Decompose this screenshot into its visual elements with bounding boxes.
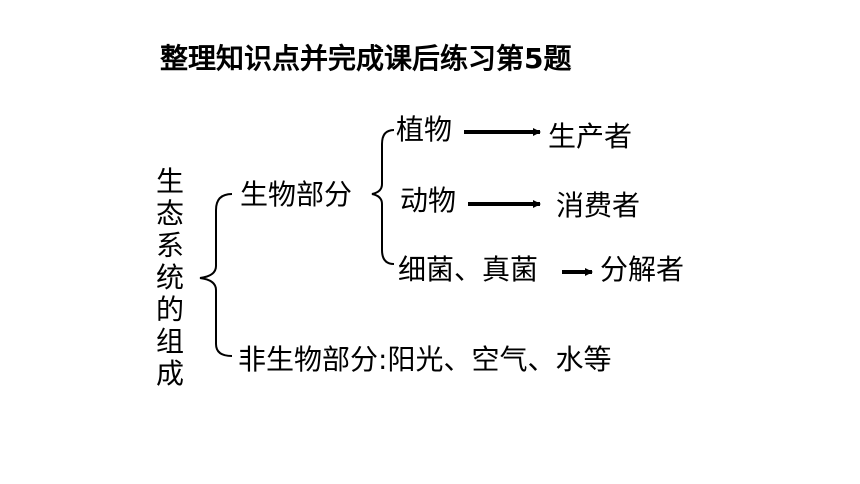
root-label-char: 态 xyxy=(156,197,185,230)
role-producer: 生产者 xyxy=(548,120,633,153)
main-brace xyxy=(199,193,233,357)
root-label-char: 生 xyxy=(156,165,185,198)
abiotic-row: 非生物部分:阳光、空气、水等 xyxy=(238,346,611,374)
organism-bacteria-fungi: 细菌、真菌 xyxy=(398,253,539,286)
role-consumer: 消费者 xyxy=(556,189,641,222)
root-label-char: 成 xyxy=(156,357,185,390)
organism-plants: 植物 xyxy=(396,113,453,146)
root-label-char: 的 xyxy=(156,293,185,326)
root-label-char: 统 xyxy=(156,261,185,294)
root-label-char: 系 xyxy=(156,229,185,262)
abiotic-label: 非生物部分: xyxy=(238,343,388,376)
role-decomposer: 分解者 xyxy=(600,253,685,286)
biotic-brace xyxy=(371,129,395,265)
organism-animals: 动物 xyxy=(400,184,457,217)
abiotic-factors: 阳光、空气、水等 xyxy=(387,343,612,376)
page-title: 整理知识点并完成课后练习第5题 xyxy=(160,42,572,75)
root-label-char: 组 xyxy=(156,325,185,358)
biotic-label: 生物部分 xyxy=(240,178,353,211)
